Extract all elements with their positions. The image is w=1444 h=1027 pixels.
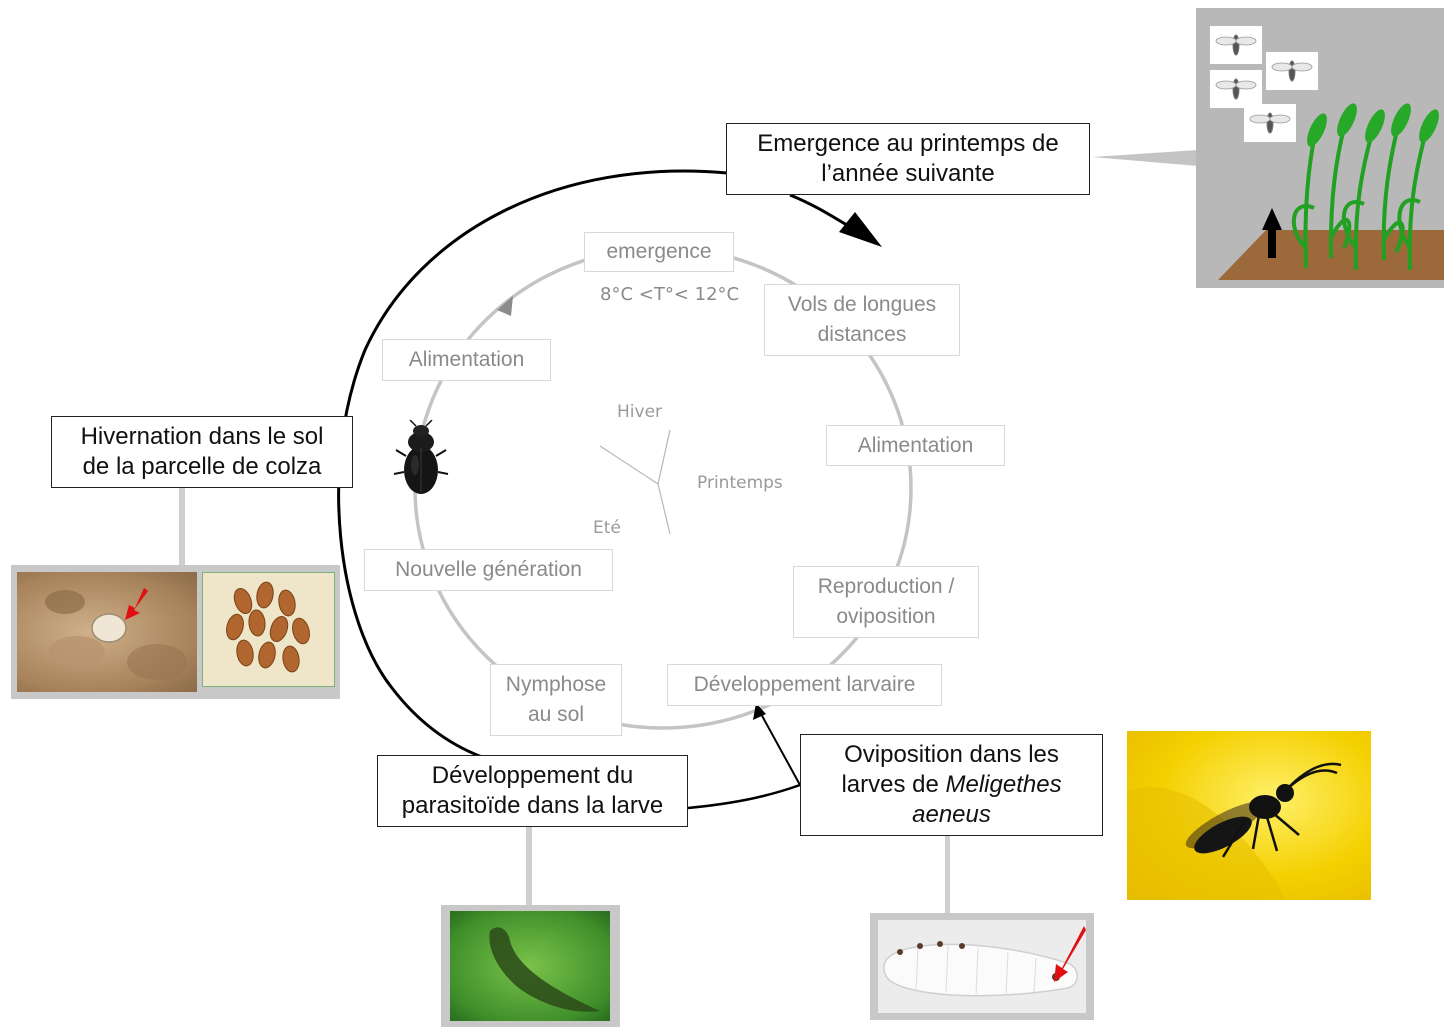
pupation-box: Nymphose au sol [490,664,622,736]
red-arrow-icon [1054,926,1086,982]
feeding-left-label: Alimentation [408,348,525,371]
season-divider-hiver-printemps [657,429,671,485]
season-spring-label: Printemps [697,473,783,493]
season-divider-hiver-ete [599,445,659,485]
oviposition-callout-stem [945,836,950,916]
parasitoid-development-box: Développement du parasitoïde dans la lar… [377,755,688,827]
reproduction-box: Reproduction / oviposition [793,566,979,638]
oviposition-species: Meligethes [945,771,1062,798]
inner-emergence-label: emergence [606,240,712,263]
hivernation-label: Hivernation dans le sol de la parcelle d… [80,423,324,480]
new-generation-box: Nouvelle génération [364,549,613,591]
parasitoid-callout-stem [526,827,532,907]
parasitoid-development-label: Développement du parasitoïde dans la lar… [401,762,664,819]
hivernation-callout-stem [179,488,185,566]
season-winter-label: Hiver [617,402,663,422]
feeding-right-label: Alimentation [857,433,974,457]
long-distance-flight-box: Vols de longues distances [764,284,960,356]
cocoons-photo [202,572,335,687]
emergence-outer-box: Emergence au printemps de l’année suivan… [726,123,1090,195]
emergence-outer-label: Emergence au printemps de l’année suivan… [757,130,1059,187]
inner-cycle-arrowhead [497,296,513,316]
inner-emergence-box: emergence [584,232,734,272]
red-arrow-icon [125,588,148,620]
pollen-beetle-icon [393,420,449,494]
parasitoid-link-line [687,783,801,810]
larval-development-box: Développement larvaire [667,664,942,706]
hivernation-box: Hivernation dans le sol de la parcelle d… [51,416,353,488]
season-divider-printemps-ete [657,483,671,535]
oviposition-line2-prefix: larves de [841,771,946,798]
oviposition-link-arrowhead [753,703,766,720]
reproduction-label: Reproduction / oviposition [817,575,955,628]
feeding-right-box: Alimentation [826,425,1005,466]
new-generation-label: Nouvelle génération [395,558,582,581]
oviposition-species2: aeneus [912,801,991,828]
long-distance-flight-label: Vols de longues distances [787,293,937,346]
pupation-label: Nymphose au sol [505,673,607,726]
emergence-callout-wedge [1092,150,1198,166]
oviposition-line2: larves de Meligethes [841,770,1061,800]
host-larva-photo [878,920,1086,1013]
wheat-field-illustration [1210,26,1444,280]
parasitoid-wasp-photo [1127,731,1371,900]
outer-cycle-arrowhead [839,212,882,247]
emergence-illustration-panel [1196,8,1444,288]
oviposition-box: Oviposition dans les larves de Meligethe… [800,734,1103,836]
oviposition-line1: Oviposition dans les [844,741,1059,768]
temperature-range-label: 8°C <T°< 12°C [600,284,740,305]
larval-development-label: Développement larvaire [693,673,916,696]
feeding-left-box: Alimentation [382,339,551,381]
soil-cocoon-photo [17,572,197,692]
parasitoid-larva-photo [450,911,610,1021]
season-summer-label: Eté [593,518,621,538]
oviposition-link-line [759,711,801,786]
